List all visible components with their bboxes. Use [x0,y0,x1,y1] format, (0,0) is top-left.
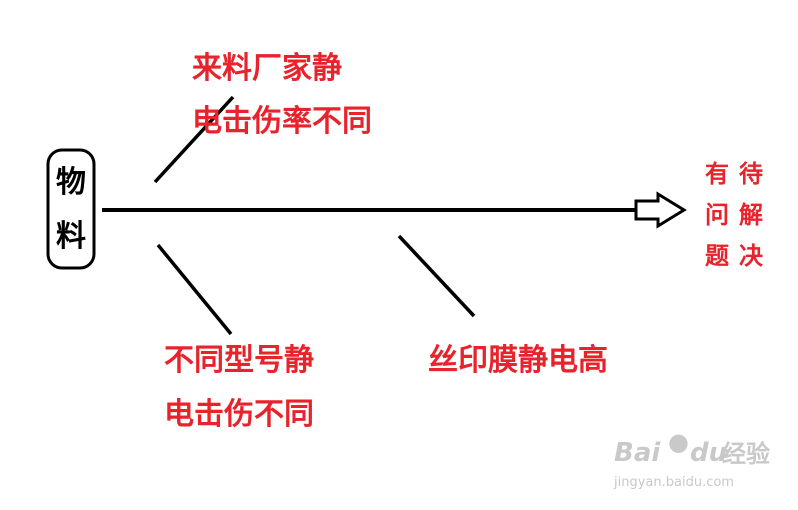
watermark-brand-a: Bai [614,438,661,468]
bone-lower-left [156,243,233,336]
bone-upper [153,95,235,184]
watermark-url: jingyan.baidu.com [614,475,734,490]
source-char-1: 物 [56,165,86,200]
problem-col1-char2: 问 [705,201,729,229]
source-char-2: 料 [56,219,86,254]
watermark-brand-cn: 经验 [722,440,770,468]
cause-upper-line2: 电击伤率不同 [192,104,372,139]
problem-col1-char3: 题 [705,242,729,270]
problem-col2-char3: 决 [739,242,763,270]
cause-lower-right-line1: 丝印膜静电高 [428,343,608,378]
problem-col2-char2: 解 [739,201,763,229]
cause-lower-left-line2: 电击伤不同 [164,397,314,432]
problem-col2-char1: 待 [739,160,763,188]
cause-upper-line1: 来料厂家静 [192,51,342,86]
source-box [46,148,96,270]
cause-lower-left-line1: 不同型号静 [164,343,314,378]
spine-arrow-head [634,191,687,229]
problem-col1-char1: 有 [705,160,729,188]
paw-icon: ● [668,428,689,456]
watermark-brand-b: du [690,438,728,468]
watermark: Bai ● du 经验 jingyan.baidu.com [610,428,790,498]
bone-lower-right [397,234,476,318]
